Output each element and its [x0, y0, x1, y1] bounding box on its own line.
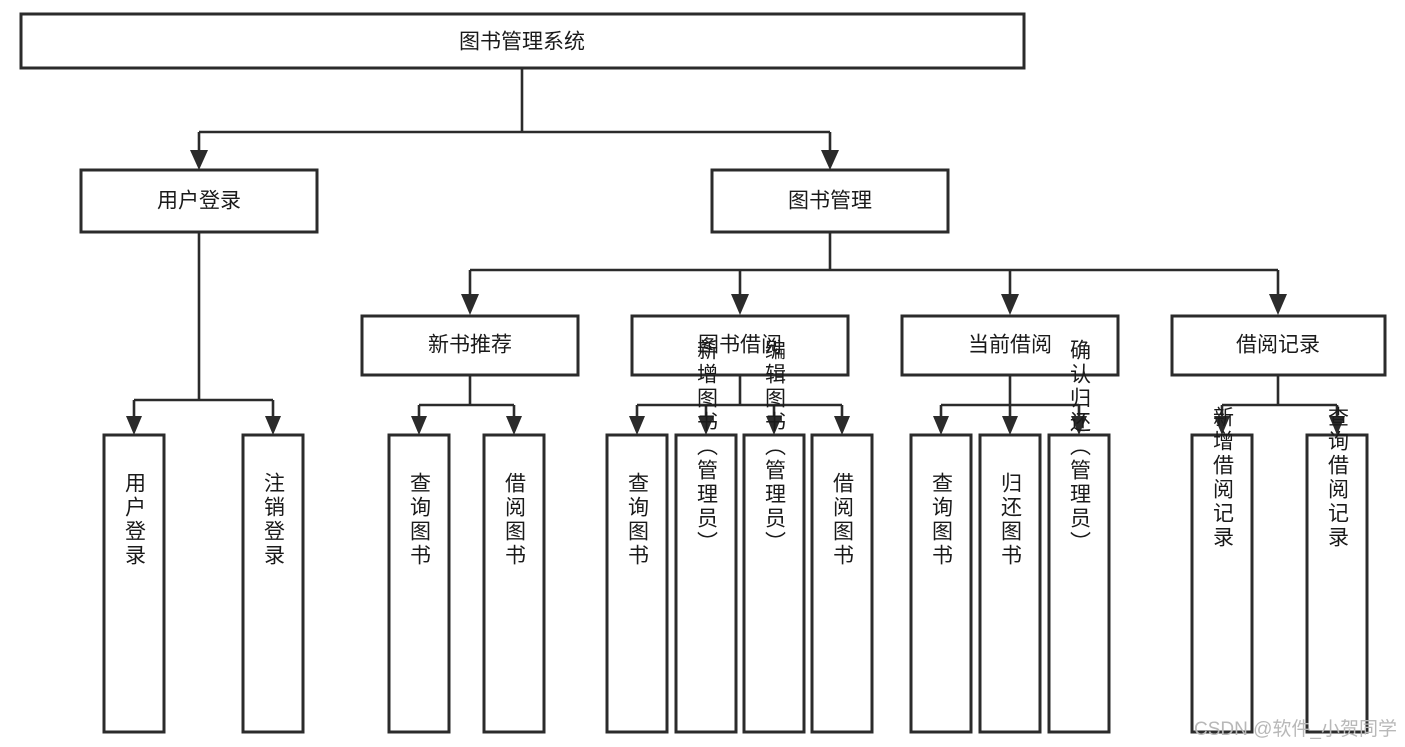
- leaf-book-borrow-query-label: 查询图书: [626, 472, 650, 568]
- arrow-head-current-borrow: [1001, 294, 1019, 315]
- arrow-head-borrow-record: [1269, 294, 1287, 315]
- arrow-head-br-leaf-2: [1329, 416, 1345, 435]
- arrow-head-leaf-user-login-2: [265, 416, 281, 435]
- connector-group-new-book: [411, 375, 522, 435]
- leaf-borrow-record-add-label: 新增借阅记录: [1211, 406, 1235, 550]
- leaf-book-borrow-add-box[interactable]: [674, 433, 738, 734]
- leaf-new-book-borrow-label: 借阅图书: [503, 472, 527, 568]
- arrow-head-cb-leaf-3: [1071, 416, 1087, 435]
- leaf-book-borrow-add[interactable]: 新增图书（管理员）: [674, 339, 738, 734]
- leaf-current-borrow-return-label: 归还图书: [999, 472, 1023, 568]
- leaf-borrow-record-query[interactable]: 查询借阅记录: [1305, 406, 1369, 734]
- arrow-head-new-book: [461, 294, 479, 315]
- leaf-new-book-borrow[interactable]: 借阅图书: [482, 433, 546, 734]
- leaf-user-login-login-label: 用户登录: [123, 472, 147, 568]
- leaf-user-login-login[interactable]: 用户登录: [102, 433, 166, 734]
- leaf-borrow-record-query-box[interactable]: [1305, 433, 1369, 734]
- connector-group-current-borrow: [933, 375, 1087, 435]
- node-root-label: 图书管理系统: [459, 31, 585, 54]
- leaf-book-borrow-edit[interactable]: 编辑图书（管理员）: [742, 339, 806, 734]
- leaf-current-borrow-return[interactable]: 归还图书: [978, 433, 1042, 734]
- connector-group-borrow-record: [1214, 375, 1345, 435]
- leaf-new-book-borrow-box[interactable]: [482, 433, 546, 734]
- leaf-borrow-record-query-label: 查询借阅记录: [1326, 406, 1350, 550]
- node-root-box[interactable]: [19, 12, 1026, 70]
- node-current-borrow[interactable]: 当前借阅: [900, 314, 1120, 377]
- node-book-borrow-label: 图书借阅: [698, 334, 782, 357]
- leaf-current-borrow-confirm-label: 确认归还（管理员）: [1068, 339, 1092, 555]
- arrow-head-bb-leaf-2: [698, 416, 714, 435]
- leaf-current-borrow-return-box[interactable]: [978, 433, 1042, 734]
- node-book-management[interactable]: 图书管理: [710, 168, 950, 234]
- node-book-management-box[interactable]: [710, 168, 950, 234]
- node-borrow-record-label: 借阅记录: [1236, 334, 1320, 357]
- leaf-book-borrow-query[interactable]: 查询图书: [605, 433, 669, 734]
- arrow-head-bb-leaf-3: [766, 416, 782, 435]
- node-current-borrow-label: 当前借阅: [968, 334, 1052, 357]
- leaf-new-book-query-box[interactable]: [387, 433, 451, 734]
- node-new-book-recommend-box[interactable]: [360, 314, 580, 377]
- arrow-head-bb-leaf-1: [629, 416, 645, 435]
- leaf-book-borrow-query-box[interactable]: [605, 433, 669, 734]
- leaf-current-borrow-query[interactable]: 查询图书: [909, 433, 973, 734]
- leaf-book-borrow-borrow[interactable]: 借阅图书: [810, 433, 874, 734]
- arrow-head-br-leaf-1: [1214, 416, 1230, 435]
- arrow-head-nb-leaf-2: [506, 416, 522, 435]
- node-user-login-label: 用户登录: [157, 190, 241, 213]
- leaf-new-book-query[interactable]: 查询图书: [387, 433, 451, 734]
- leaf-current-borrow-confirm-box[interactable]: [1047, 433, 1111, 734]
- leaf-new-book-query-label: 查询图书: [408, 472, 432, 568]
- leaf-user-login-login-box[interactable]: [102, 433, 166, 734]
- node-book-borrow[interactable]: 图书借阅: [630, 314, 850, 377]
- leaf-book-borrow-add-label: 新增图书（管理员）: [695, 339, 719, 555]
- node-book-management-label: 图书管理: [788, 190, 872, 213]
- leaf-borrow-record-add-box[interactable]: [1190, 433, 1254, 734]
- node-book-borrow-box[interactable]: [630, 314, 850, 377]
- leaf-book-borrow-borrow-box[interactable]: [810, 433, 874, 734]
- leaf-user-login-logout-box[interactable]: [241, 433, 305, 734]
- arrow-head-leaf-user-login-1: [126, 416, 142, 435]
- leaf-user-login-logout-label: 注销登录: [262, 472, 286, 568]
- node-current-borrow-box[interactable]: [900, 314, 1120, 377]
- leaf-book-borrow-borrow-label: 借阅图书: [831, 472, 855, 568]
- connector-group-book-borrow: [629, 375, 850, 435]
- leaf-borrow-record-add[interactable]: 新增借阅记录: [1190, 406, 1254, 734]
- arrow-head-book-borrow: [731, 294, 749, 315]
- node-new-book-recommend-label: 新书推荐: [428, 334, 512, 357]
- leaf-user-login-logout[interactable]: 注销登录: [241, 433, 305, 734]
- leaf-book-borrow-edit-label: 编辑图书（管理员）: [763, 339, 787, 555]
- arrow-head-cb-leaf-2: [1002, 416, 1018, 435]
- arrow-head-cb-leaf-1: [933, 416, 949, 435]
- node-borrow-record-box[interactable]: [1170, 314, 1387, 377]
- node-user-login-box[interactable]: [79, 168, 319, 234]
- node-user-login[interactable]: 用户登录: [79, 168, 319, 234]
- node-borrow-record[interactable]: 借阅记录: [1170, 314, 1387, 377]
- connector-group-book-manage: [461, 232, 1287, 315]
- arrow-head-nb-leaf-1: [411, 416, 427, 435]
- node-new-book-recommend[interactable]: 新书推荐: [360, 314, 580, 377]
- arrow-head-user-login: [190, 150, 208, 170]
- leaf-book-borrow-edit-box[interactable]: [742, 433, 806, 734]
- connector-group-root: [190, 68, 839, 170]
- leaf-current-borrow-query-box[interactable]: [909, 433, 973, 734]
- arrow-head-bb-leaf-4: [834, 416, 850, 435]
- connector-group-user-login: [126, 232, 281, 435]
- leaf-current-borrow-confirm[interactable]: 确认归还（管理员）: [1047, 339, 1111, 734]
- leaf-current-borrow-query-label: 查询图书: [930, 472, 954, 568]
- node-root-book-management-system[interactable]: 图书管理系统: [19, 12, 1026, 70]
- arrow-head-book-manage: [821, 150, 839, 170]
